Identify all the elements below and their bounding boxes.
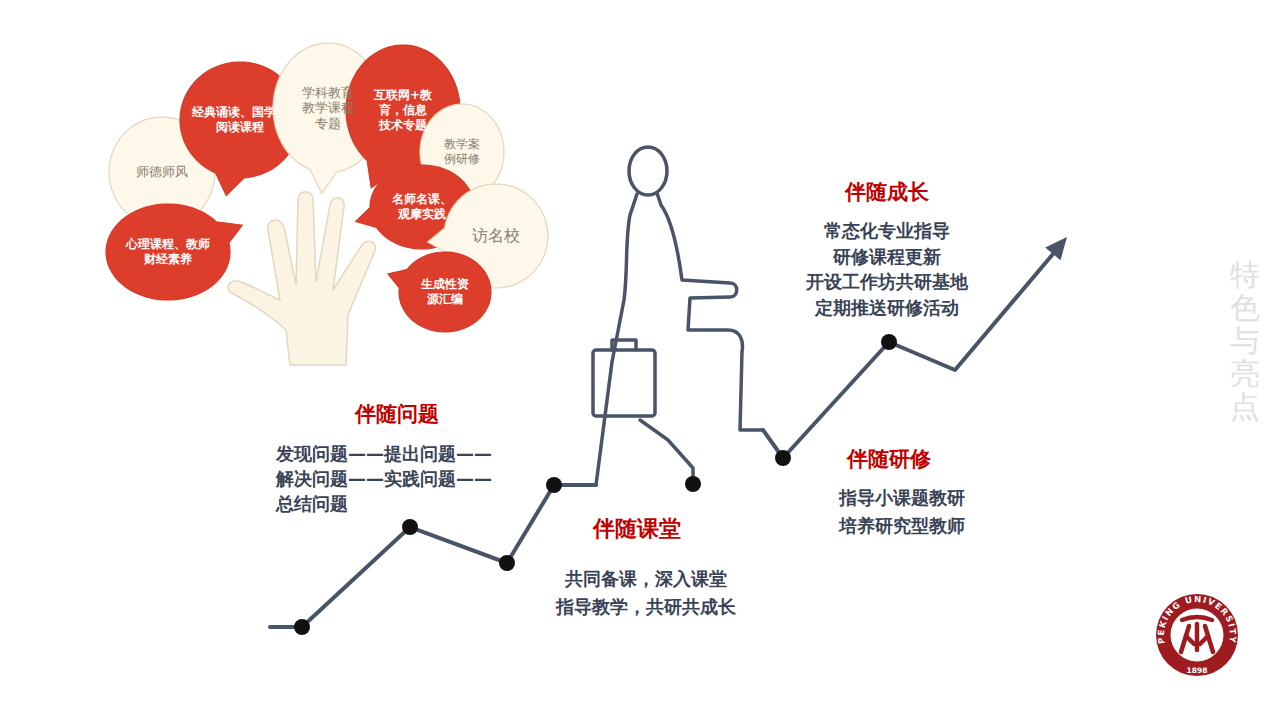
text-line: 名师名课、 <box>392 192 452 207</box>
man-back <box>596 194 637 485</box>
bubble-text: 心理课程、教师 财经素养 <box>126 237 210 267</box>
text-line: 常态化专业指导 <box>806 218 968 244</box>
stage-heading: 伴随课堂 <box>593 515 681 543</box>
text-line: 技术专题 <box>374 118 432 133</box>
text-line: 经典诵读、国学、 <box>192 105 288 120</box>
stage-heading: 伴随成长 <box>845 178 929 206</box>
label-box: 伴随课堂 <box>593 515 681 543</box>
text-line: 培养研究型教师 <box>839 512 965 540</box>
stage-heading: 伴随研修 <box>847 445 931 473</box>
stage-description: 共同备课，深入课堂 指导教学，共研共成长 <box>556 565 736 621</box>
bubble-text: 访名校 <box>472 226 520 246</box>
text-line: 伴随成长 <box>845 178 929 206</box>
step-dot <box>685 476 701 492</box>
text-line: 育，信息 <box>374 103 432 118</box>
step-dot <box>402 519 418 535</box>
stair-line <box>270 254 1053 627</box>
text-line: 师德师风 <box>136 164 188 180</box>
bubble-outline <box>106 204 242 300</box>
briefcase <box>593 350 655 416</box>
text-line: 开设工作坊共研基地 <box>806 269 968 295</box>
bubble-outline <box>388 252 491 332</box>
arrow-head <box>1045 237 1067 260</box>
text-line: 解决问题——实践问题—— <box>276 466 492 491</box>
glyph-stroke <box>1200 636 1208 644</box>
bubble-text: 经典诵读、国学、 阅读课程 <box>192 105 288 135</box>
text-line: 伴随课堂 <box>593 515 681 543</box>
text-line: 学科教育 <box>302 85 354 101</box>
speech-bubble: 生成性资 源汇编 <box>399 252 491 332</box>
seal-ring-path-text: PEKING UNIVERSITY <box>1156 594 1238 645</box>
step-dot <box>546 477 562 493</box>
label-box: 发现问题——提出问题—— 解决问题——实践问题—— 总结问题 <box>276 441 492 516</box>
text-line: 源汇编 <box>421 292 469 307</box>
text-line: 专题 <box>302 116 354 132</box>
bubble-text: 名师名课、 观摩实践 <box>392 192 452 222</box>
seal-ring-text: PEKING UNIVERSITY <box>1156 594 1238 645</box>
stage-heading: 伴随问题 <box>355 400 439 428</box>
text-line: 教学课程 <box>302 100 354 116</box>
text-line: 总结问题 <box>276 491 492 516</box>
seal-ring <box>1156 594 1238 676</box>
text-line: 定期推送研修活动 <box>806 295 968 321</box>
bubble-text: 生成性资 源汇编 <box>421 277 469 307</box>
stage-description: 常态化专业指导 研修课程更新 开设工作坊共研基地 定期推送研修活动 <box>806 218 968 320</box>
text-line: 心理课程、教师 <box>126 237 210 252</box>
label-box: 伴随问题 <box>355 400 439 428</box>
step-dot <box>294 619 310 635</box>
growth-line <box>270 485 596 627</box>
text-line: 生成性资 <box>421 277 469 292</box>
text-line: 例研修 <box>444 152 480 167</box>
stage-description: 指导小课题教研 培养研究型教师 <box>839 484 965 540</box>
hand <box>228 192 376 365</box>
step-dot <box>775 450 791 466</box>
briefcase-handle <box>612 340 636 350</box>
growth-line <box>763 254 1053 458</box>
seal-glyph <box>1181 617 1213 652</box>
text-line: 指导小课题教研 <box>839 484 965 512</box>
text-line: 互联网+教 <box>374 88 432 103</box>
text-line: 共同备课，深入课堂 <box>556 565 736 593</box>
label-box: 伴随成长 <box>845 178 929 206</box>
stage-description: 发现问题——提出问题—— 解决问题——实践问题—— 总结问题 <box>276 441 492 516</box>
text-line: 特色与亮点 <box>1230 258 1260 423</box>
text-line: 阅读课程 <box>192 120 288 135</box>
text-line: 伴随研修 <box>847 445 931 473</box>
step-dot <box>499 555 515 571</box>
speech-bubble: 心理课程、教师 财经素养 <box>106 204 230 300</box>
text-line: 伴随问题 <box>355 400 439 428</box>
bubble-text: 师德师风 <box>136 164 188 180</box>
seal-year: 1898 <box>1187 666 1208 675</box>
text-line: 研修课程更新 <box>806 244 968 270</box>
text-line: 财经素养 <box>126 252 210 267</box>
seal-inner <box>1171 609 1223 661</box>
man-head <box>629 147 667 195</box>
step-dot <box>881 334 897 350</box>
label-box: 指导小课题教研 培养研究型教师 <box>839 484 965 540</box>
bubble-text: 互联网+教 育，信息 技术专题 <box>374 88 432 133</box>
text-line: 发现问题——提出问题—— <box>276 441 492 466</box>
glyph-stroke <box>1186 636 1194 644</box>
text-line: 指导教学，共研共成长 <box>556 593 736 621</box>
text-line: 观摩实践 <box>392 207 452 222</box>
walking-man <box>593 147 763 485</box>
label-box: 共同备课，深入课堂 指导教学，共研共成长 <box>556 565 736 621</box>
bubble-text: 教学案 例研修 <box>444 137 480 167</box>
label-box: 常态化专业指导 研修课程更新 开设工作坊共研基地 定期推送研修活动 <box>806 218 968 320</box>
glyph-stroke <box>1182 617 1212 620</box>
watermark-text: 特色与亮点 <box>1230 258 1260 423</box>
text-line: 教学案 <box>444 137 480 152</box>
label-box: 特色与亮点 <box>1230 258 1260 423</box>
label-box: 伴随研修 <box>847 445 931 473</box>
bubble-text: 学科教育 教学课程 专题 <box>302 85 354 132</box>
glyph-stroke <box>1195 624 1200 650</box>
man-rear-leg <box>640 420 693 484</box>
text-line: 访名校 <box>472 226 520 246</box>
man-front <box>657 193 763 430</box>
